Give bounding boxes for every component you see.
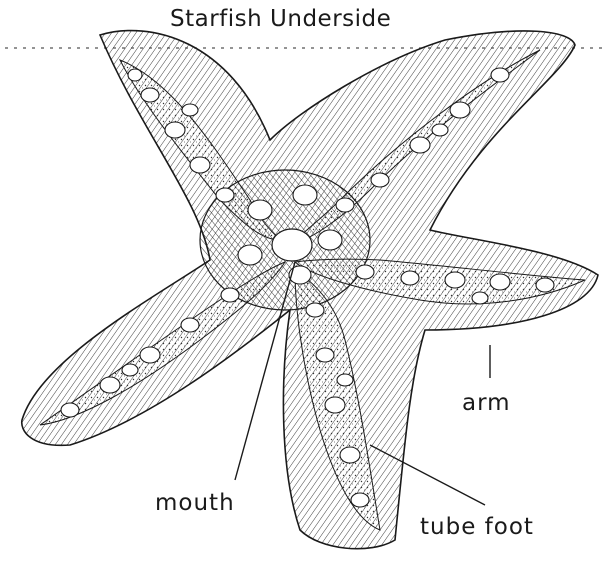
label-arm: arm [462, 390, 511, 416]
starfish-body [22, 31, 598, 549]
diagram-title: Starfish Underside [170, 6, 391, 32]
mouth-opening [272, 229, 312, 261]
label-tube-foot: tube foot [420, 514, 534, 540]
label-mouth: mouth [155, 490, 235, 516]
